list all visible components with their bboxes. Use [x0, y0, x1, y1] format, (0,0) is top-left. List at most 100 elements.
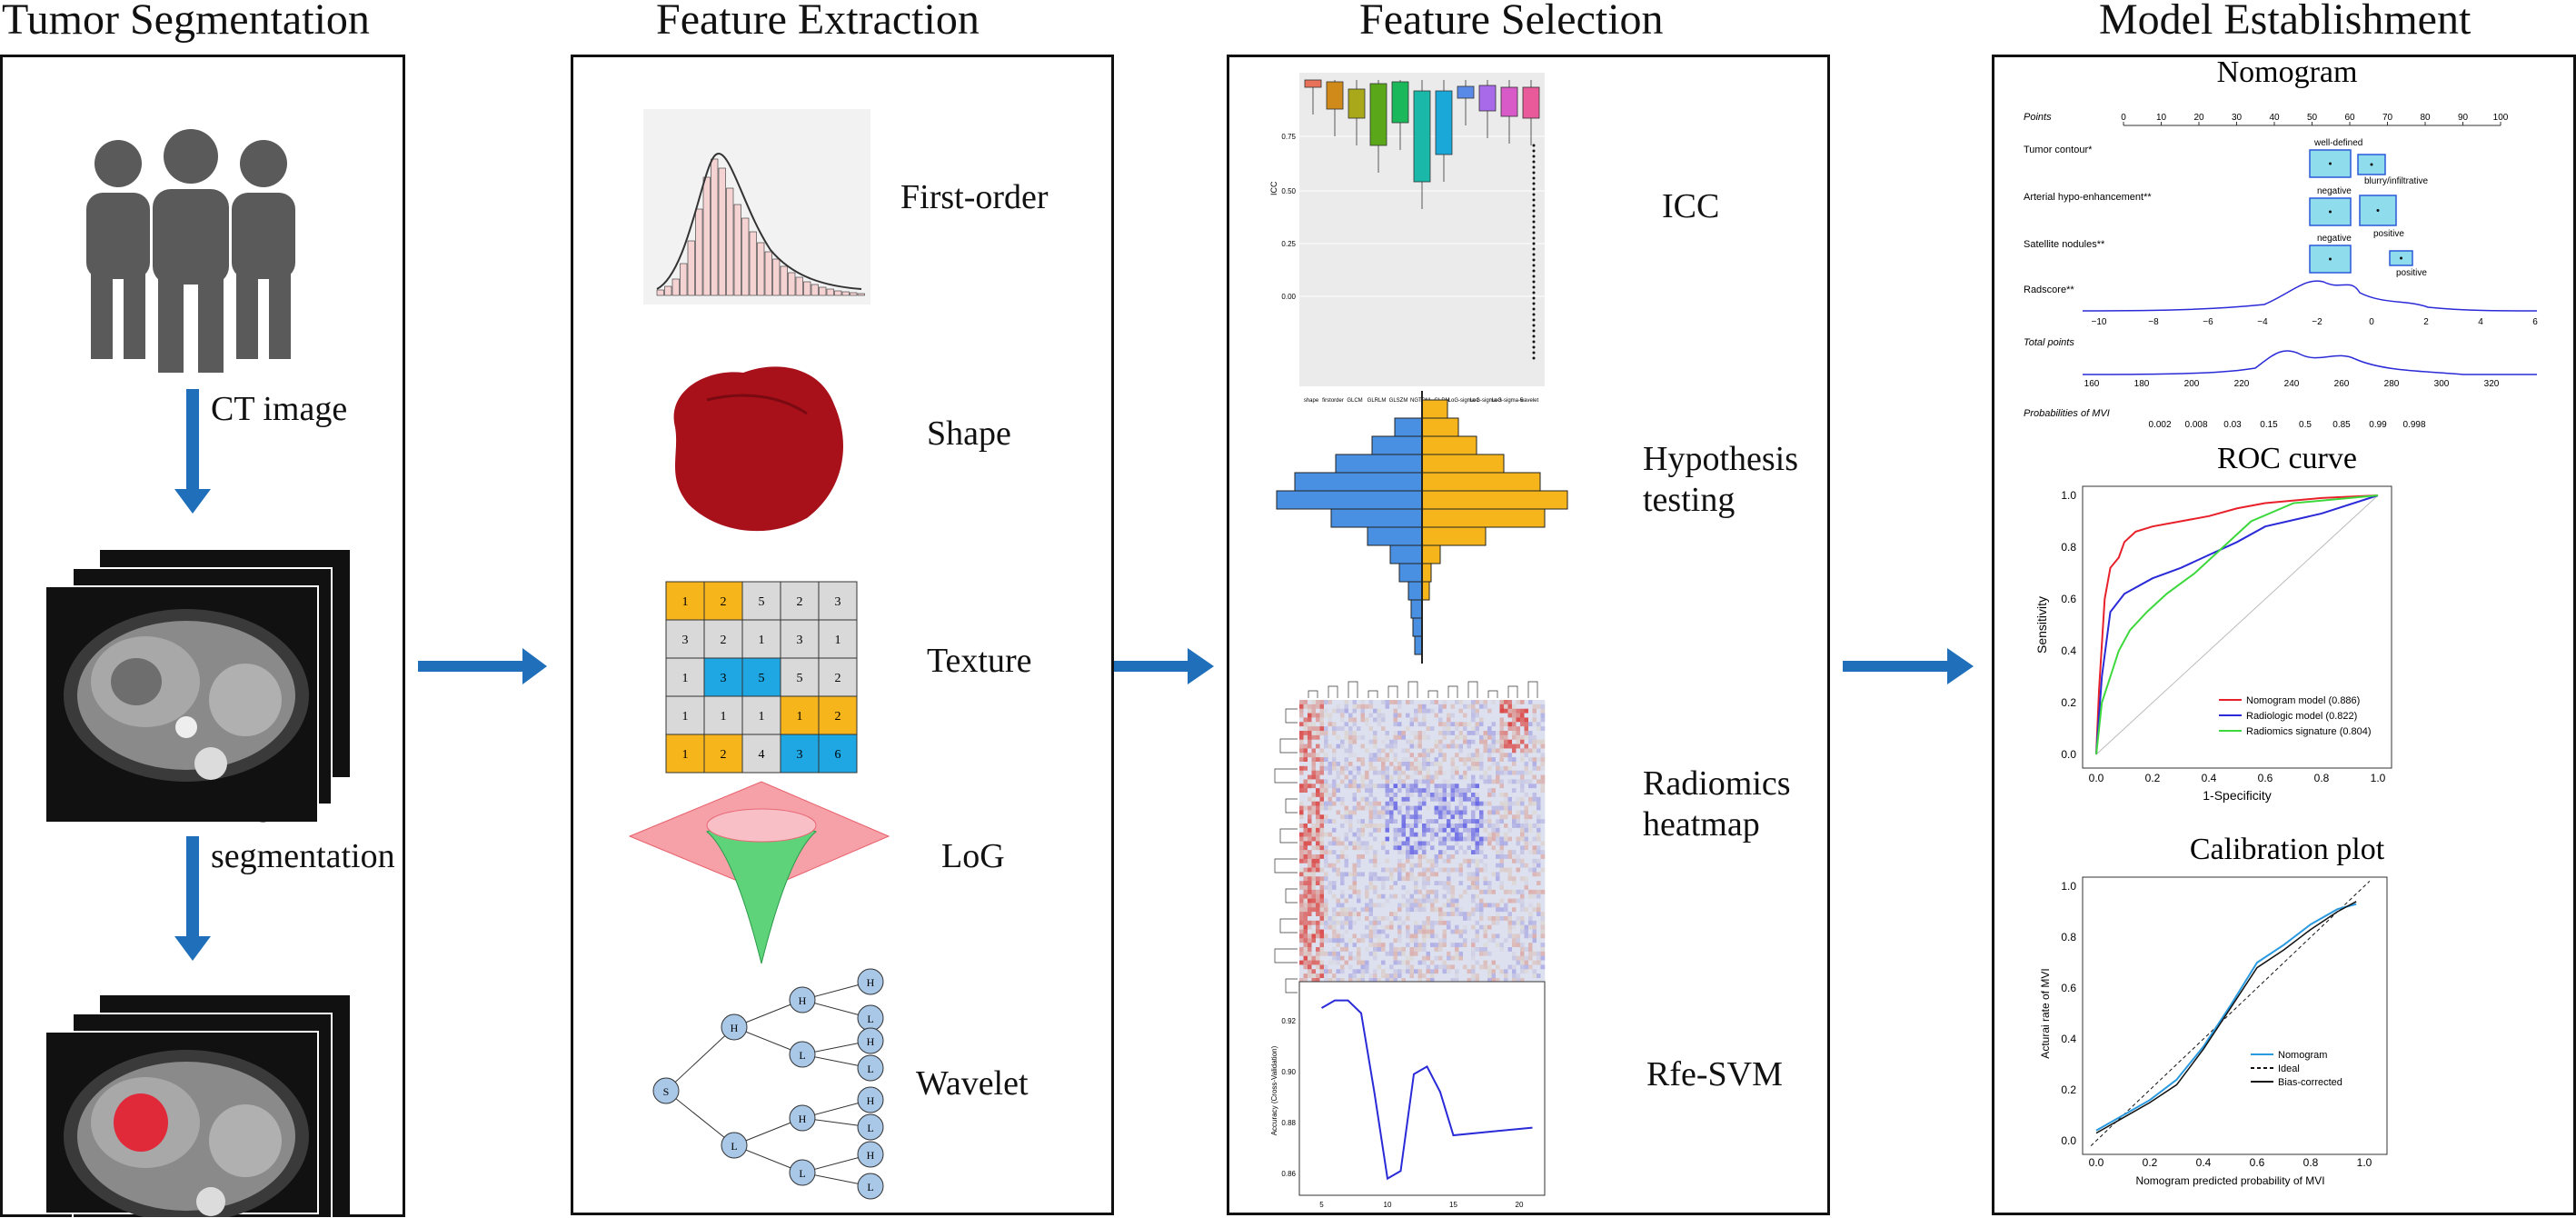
- dendrogram-branch: [1279, 828, 1298, 844]
- heatmap-cell: [1512, 947, 1517, 953]
- heatmap-cell: [1417, 774, 1423, 780]
- heatmap-cell: [1537, 920, 1541, 926]
- heatmap-cell: [1504, 858, 1508, 864]
- icc-outlier: [1532, 334, 1536, 338]
- heatmap-cell: [1458, 704, 1464, 710]
- heatmap-cell: [1381, 784, 1386, 789]
- dendrogram-branch: [1308, 690, 1318, 698]
- heatmap-cell: [1365, 898, 1369, 904]
- histogram-bar: [718, 167, 726, 296]
- heatmap-cell: [1319, 964, 1325, 970]
- heatmap-cell: [1447, 978, 1451, 983]
- heatmap-cell: [1422, 858, 1427, 864]
- heatmap-cell: [1507, 889, 1513, 895]
- heatmap-cell: [1438, 916, 1443, 922]
- heatmap-cell: [1496, 704, 1500, 710]
- heatmap-cell: [1499, 796, 1505, 803]
- heatmap-cell: [1491, 920, 1497, 926]
- heatmap-cell: [1385, 765, 1390, 772]
- heatmap-cell: [1528, 924, 1533, 930]
- heatmap-cell: [1324, 889, 1328, 895]
- heatmap-cell: [1537, 924, 1541, 930]
- heatmap-cell: [1365, 955, 1369, 961]
- heatmap-cell: [1447, 903, 1451, 908]
- heatmap-cell: [1389, 924, 1394, 930]
- heatmap-cell: [1360, 841, 1366, 846]
- heatmap-cell: [1319, 788, 1325, 794]
- heatmap-cell: [1401, 854, 1407, 860]
- heatmap-cell: [1357, 726, 1361, 732]
- heatmap-cell: [1491, 924, 1497, 930]
- heatmap-cell: [1348, 744, 1353, 749]
- heatmap-cell: [1409, 814, 1415, 820]
- icc-box: [1369, 83, 1387, 146]
- heatmap-cell: [1417, 700, 1423, 705]
- heatmap-cell: [1520, 920, 1525, 926]
- heatmap-cell: [1487, 947, 1492, 953]
- texture-cell: [780, 695, 820, 735]
- heatmap-cell: [1507, 713, 1513, 718]
- heatmap-cell: [1303, 713, 1308, 718]
- heatmap-cell: [1357, 916, 1361, 922]
- heatmap-cell: [1373, 734, 1378, 741]
- heatmap-cell: [1373, 845, 1378, 851]
- heatmap-cell: [1393, 704, 1398, 710]
- heatmap-cell: [1417, 748, 1423, 754]
- heatmap-cell: [1303, 734, 1308, 741]
- heatmap-cell: [1520, 810, 1525, 815]
- heatmap-cell: [1537, 933, 1541, 939]
- heatmap-cell: [1348, 916, 1353, 922]
- heatmap-cell: [1455, 734, 1459, 741]
- heatmap-cell: [1409, 947, 1415, 953]
- heatmap-cell: [1520, 770, 1525, 775]
- heatmap-cell: [1532, 796, 1537, 803]
- heatmap-cell: [1381, 810, 1386, 815]
- heatmap-cell: [1332, 920, 1337, 926]
- heatmap-cell: [1417, 964, 1423, 970]
- heatmap-cell: [1308, 858, 1312, 864]
- heatmap-cell: [1455, 845, 1459, 851]
- heatmap-cell: [1496, 700, 1500, 705]
- heatmap-cell: [1467, 933, 1472, 939]
- heatmap-cell: [1463, 762, 1467, 767]
- heatmap-cell: [1303, 841, 1308, 846]
- heatmap-cell: [1348, 836, 1353, 842]
- heatmap-cell: [1303, 793, 1308, 798]
- texture-cell-value: 3: [797, 748, 803, 762]
- heatmap-cell: [1401, 810, 1407, 815]
- heatmap-cell: [1365, 845, 1369, 851]
- roc-xtick: 1.0: [2371, 772, 2386, 784]
- heatmap-cell: [1422, 964, 1427, 970]
- texture-cell-value: 5: [759, 672, 765, 685]
- heatmap-cell: [1442, 933, 1447, 939]
- heatmap-cell: [1483, 700, 1488, 705]
- heatmap-cell: [1324, 770, 1328, 775]
- heatmap-cell: [1311, 774, 1317, 780]
- texture-cell: [741, 734, 781, 774]
- heatmap-cell: [1447, 973, 1451, 979]
- heatmap-cell: [1324, 748, 1328, 754]
- heatmap-cell: [1368, 920, 1374, 926]
- heatmap-cell: [1368, 955, 1374, 961]
- heatmap-cell: [1308, 784, 1312, 789]
- heatmap-cell: [1336, 805, 1341, 811]
- radscore-tick: −6: [2203, 317, 2213, 327]
- heatmap-cell: [1496, 973, 1500, 979]
- heatmap-cell: [1442, 814, 1447, 820]
- heatmap-cell: [1385, 938, 1390, 943]
- heatmap-cell: [1385, 973, 1390, 979]
- heatmap-cell: [1344, 867, 1349, 873]
- heatmap-cell: [1360, 757, 1366, 763]
- heatmap-cell: [1471, 734, 1476, 741]
- heatmap-cell: [1438, 796, 1443, 803]
- pyramid-left-bar: [1394, 417, 1423, 437]
- heatmap-cell: [1442, 832, 1447, 837]
- heatmap-cell: [1365, 960, 1369, 965]
- heatmap-cell: [1496, 858, 1500, 864]
- heatmap-cell: [1458, 955, 1464, 961]
- heatmap-cell: [1332, 832, 1337, 837]
- heatmap-cell: [1528, 770, 1533, 775]
- heatmap-cell: [1516, 734, 1521, 741]
- heatmap-cell: [1467, 717, 1472, 723]
- heatmap-cell: [1385, 770, 1390, 775]
